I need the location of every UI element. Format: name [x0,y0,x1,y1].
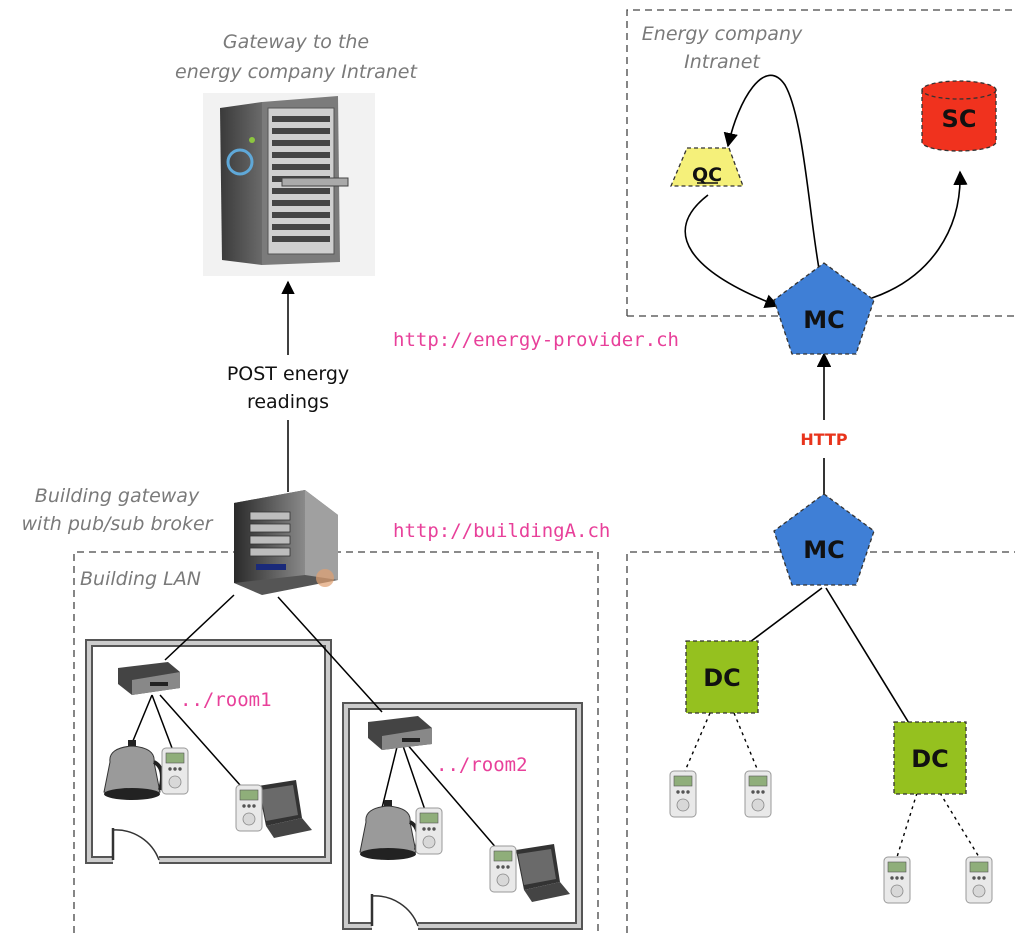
building-lan-caption: Building LAN [80,568,201,590]
post-label: POST energy [227,363,349,385]
mc-node-bottom: MC [773,493,875,586]
smart-plug-icon [415,807,443,855]
smart-plug-icon [669,770,697,818]
dc-node-right: DC [893,721,967,795]
building-gateway-caption-line2: with pub/sub broker [22,513,214,535]
dc-node-left: DC [685,640,759,714]
building-gateway-icon [234,490,338,595]
energy-intranet-region [626,9,1015,317]
mc-bottom-label: MC [803,536,845,564]
mini-pc-icon [368,716,432,750]
mc-top-label: MC [803,306,845,334]
smart-plug-icon [161,747,189,795]
sc-label: SC [942,105,977,133]
post-label-line2: readings [247,391,329,413]
smart-plug-icon [883,856,911,904]
gateway-caption: Gateway to the [223,31,369,53]
building-gateway-caption: Building gateway [35,485,200,507]
qc-label: QC [692,164,722,186]
smart-plug-icon [744,770,772,818]
mini-pc-icon [118,662,180,695]
energy-intranet-caption-line2: Intranet [684,51,761,73]
energy-intranet-caption: Energy company [642,23,803,45]
smart-plug-icon [965,856,993,904]
room-links [129,594,499,851]
dc-right-label: DC [911,745,949,773]
smart-plug-icon [235,784,263,832]
url-building-a: http://buildingA.ch [393,520,610,542]
gateway-server-icon [203,93,375,276]
mc-node-top: MC [773,262,875,355]
kettle-icon [103,740,164,800]
room1 [85,639,332,866]
dc-left-label: DC [703,664,741,692]
url-energy-provider: http://energy-provider.ch [393,329,679,351]
dc-dotted-links [684,712,980,858]
building-lan-region [73,551,599,933]
qc-node: QC [670,147,744,187]
graph-edges [684,74,968,729]
room2 [342,702,583,932]
sc-node: SC [921,80,997,152]
laptop-icon [258,780,312,838]
url-room1: ../room1 [180,689,272,711]
laptop-icon [516,844,570,902]
smart-plug-icon [489,845,517,893]
gateway-caption-line2: energy company Intranet [175,61,418,83]
building-a-region [626,551,1015,933]
http-label: HTTP [800,430,848,449]
kettle-icon [359,800,420,860]
url-room2: ../room2 [436,754,528,776]
